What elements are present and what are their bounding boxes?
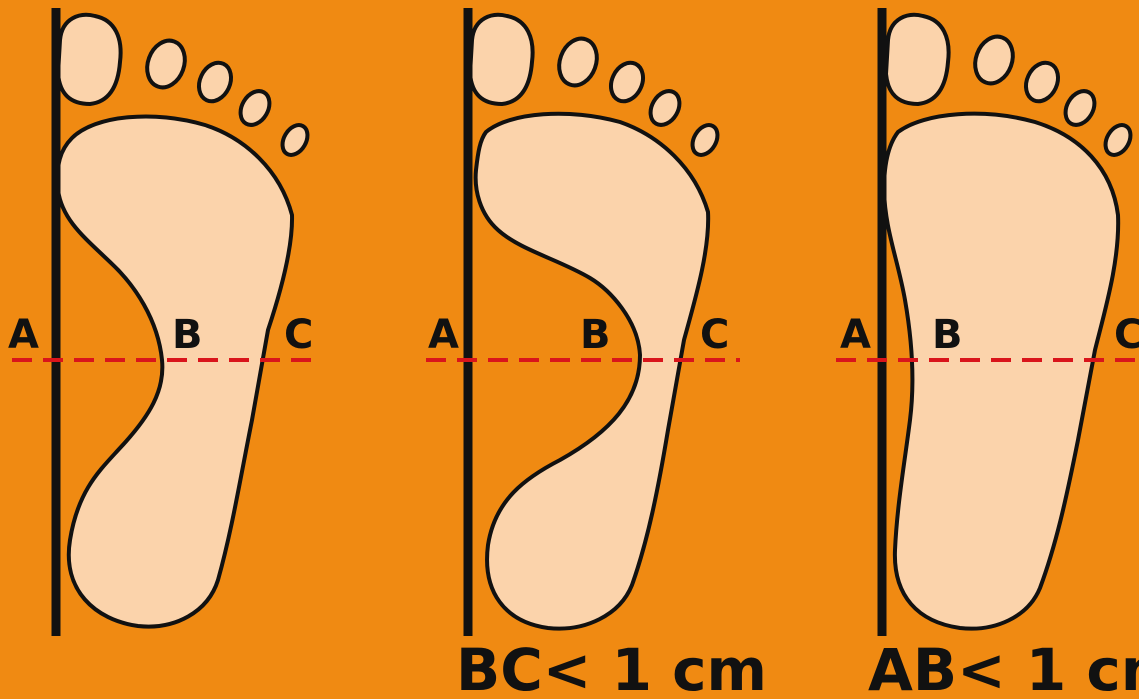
big-toe — [886, 15, 949, 104]
toe-2 — [969, 31, 1019, 88]
big-toe — [58, 15, 121, 104]
point-a-label: A — [840, 312, 871, 358]
toe-2 — [141, 35, 191, 92]
point-a-label: A — [8, 312, 39, 358]
point-b-label: B — [172, 312, 203, 358]
toe-5 — [687, 121, 722, 160]
caption-bc: BC< 1 cm — [456, 636, 767, 699]
toe-5 — [277, 121, 312, 160]
toe-4 — [645, 86, 686, 130]
foot-sole — [884, 114, 1118, 629]
toe-3 — [193, 58, 237, 107]
foot-sole — [476, 114, 709, 629]
toe-5 — [1100, 121, 1135, 160]
point-c-label: C — [700, 312, 729, 358]
point-c-label: C — [284, 312, 313, 358]
toe-3 — [605, 58, 649, 107]
point-b-label: B — [580, 312, 611, 358]
panel-1: A B C — [8, 8, 318, 636]
foot-sole — [58, 116, 293, 626]
point-b-label: B — [932, 312, 963, 358]
panel-2: A B C BC< 1 cm — [426, 8, 767, 699]
point-a-label: A — [428, 312, 459, 358]
big-toe — [470, 15, 533, 104]
panel-3: A B C AB< 1 cm — [836, 8, 1139, 699]
toe-4 — [235, 86, 276, 130]
caption-ab: AB< 1 cm — [868, 636, 1139, 699]
toe-4 — [1060, 86, 1101, 130]
point-c-label: C — [1114, 312, 1139, 358]
toe-3 — [1020, 58, 1064, 107]
toe-2 — [553, 33, 603, 90]
